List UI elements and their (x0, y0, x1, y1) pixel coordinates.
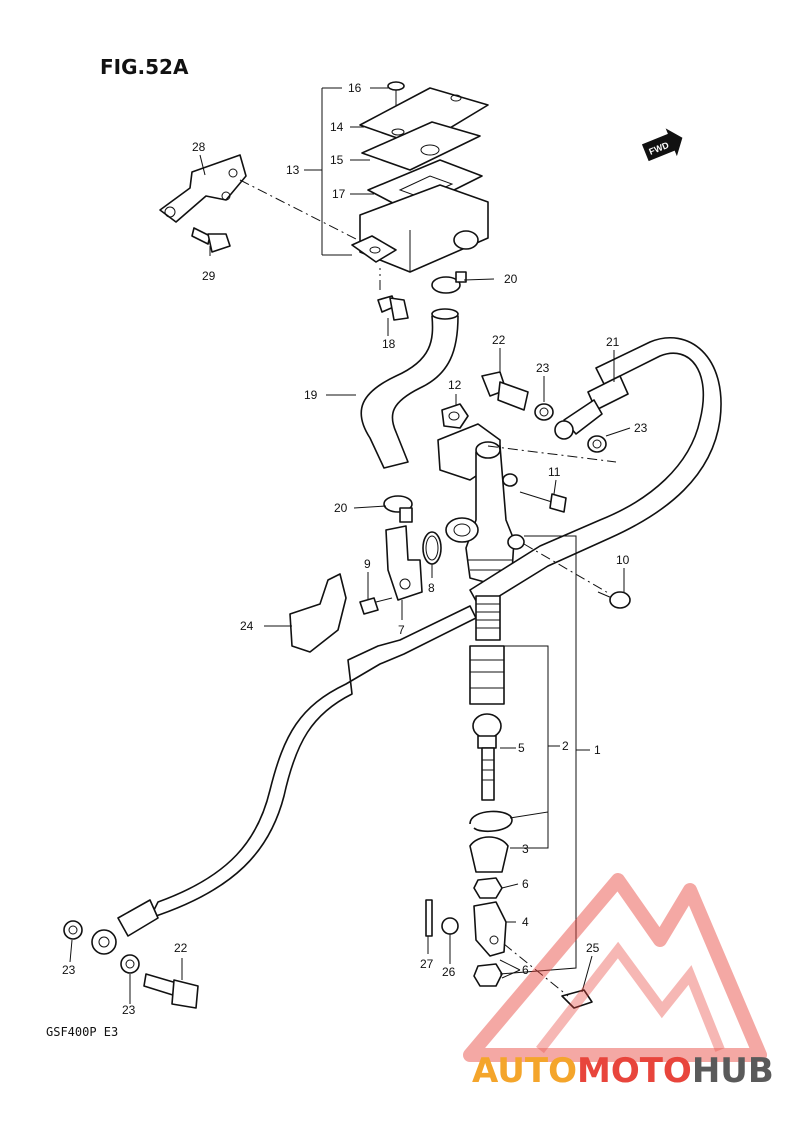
push-rod (472, 713, 502, 801)
label-19: 19 (304, 388, 318, 402)
washer (441, 917, 459, 935)
label-27: 27 (420, 957, 434, 971)
bolt-10 (597, 591, 631, 609)
nut-lower (473, 963, 503, 987)
fwd-arrow-icon: FWD (641, 128, 683, 162)
hose-end (431, 308, 459, 320)
label-23a: 23 (536, 361, 550, 375)
nut-12 (441, 403, 469, 429)
washer (587, 435, 607, 453)
reservoir-plate (361, 121, 481, 171)
label-24: 24 (240, 619, 254, 633)
hose-fitting-upper (554, 375, 629, 440)
hose-fitting-lower (91, 899, 159, 955)
label-14: 14 (330, 120, 344, 134)
watermark-text: AUTOMOTOHUB (472, 1051, 774, 1091)
label-15: 15 (330, 153, 344, 167)
model-code: GSF400P E3 (46, 1025, 118, 1039)
union-bolt-upper (481, 371, 529, 411)
master-cylinder-body (437, 423, 525, 585)
label-9: 9 (364, 557, 371, 571)
label-7: 7 (398, 623, 405, 637)
label-23b: 23 (634, 421, 648, 435)
hose-clamp-upper (431, 271, 467, 294)
union-bolt-lower (143, 973, 199, 1009)
brake-hose-upper (469, 337, 722, 609)
label-10: 10 (616, 553, 630, 567)
washer (63, 920, 83, 940)
circlip (469, 810, 513, 833)
label-20b: 20 (334, 501, 348, 515)
centerline (503, 943, 569, 997)
label-28: 28 (192, 140, 206, 154)
clevis-pin (561, 989, 593, 1009)
label-1: 1 (594, 743, 601, 757)
centerline (239, 179, 359, 241)
label-13: 13 (286, 163, 300, 177)
label-3: 3 (522, 842, 529, 856)
brake-hose-lower (149, 605, 477, 919)
label-22b: 22 (174, 941, 188, 955)
label-29: 29 (202, 269, 216, 283)
bolt-11 (519, 491, 567, 513)
label-11: 11 (548, 465, 561, 479)
label-6a: 6 (522, 877, 529, 891)
clevis (473, 901, 507, 957)
bolt-29 (191, 227, 231, 253)
boot (469, 836, 509, 873)
label-21: 21 (606, 335, 620, 349)
reservoir-cap-screw (387, 81, 405, 106)
label-8: 8 (428, 581, 435, 595)
label-4: 4 (522, 915, 529, 929)
centerline (523, 543, 611, 595)
watermark-logo-icon (463, 873, 767, 1062)
label-20a: 20 (504, 272, 518, 286)
leader-lines (69, 87, 631, 1004)
label-12: 12 (448, 378, 462, 392)
watermark-auto: AUTO (472, 1051, 577, 1091)
screw-9 (359, 597, 393, 615)
bolt-18 (377, 295, 409, 321)
figure-title: FIG.52A (100, 55, 189, 79)
part-labels: 16 14 15 13 17 28 29 18 20 19 20 12 22 2… (62, 81, 648, 1017)
spring (475, 595, 501, 641)
cotter-pin (425, 899, 433, 937)
label-5: 5 (518, 741, 525, 755)
reservoir-bracket (159, 154, 247, 223)
reservoir-hose (360, 315, 459, 469)
watermark-moto: MOTO (577, 1051, 692, 1091)
reservoir-body (351, 184, 489, 273)
hose-guide (289, 573, 347, 653)
washer (120, 954, 140, 974)
label-16: 16 (348, 81, 362, 95)
label-2: 2 (562, 739, 569, 753)
label-22a: 22 (492, 333, 506, 347)
hose-clamp-lower (383, 495, 413, 523)
nut (473, 877, 503, 899)
piston (469, 645, 505, 705)
label-26: 26 (442, 965, 456, 979)
label-17: 17 (332, 187, 346, 201)
centerline (487, 445, 617, 463)
watermark-hub: HUB (692, 1051, 774, 1091)
hose-connector (385, 525, 423, 601)
washer (534, 403, 554, 421)
label-23d: 23 (122, 1003, 136, 1017)
label-6b: 6 (522, 963, 529, 977)
bracket-13 (304, 87, 352, 256)
label-25: 25 (586, 941, 600, 955)
label-23c: 23 (62, 963, 76, 977)
label-18: 18 (382, 337, 396, 351)
